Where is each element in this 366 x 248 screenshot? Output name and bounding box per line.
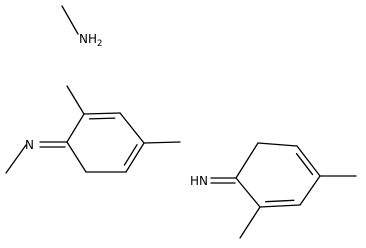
ring-bond-2 xyxy=(83,112,121,115)
molecule-imine: HN xyxy=(190,142,357,239)
ring-bond-1 xyxy=(235,142,259,179)
ring-bond-6 xyxy=(66,141,87,173)
bond-c-n xyxy=(61,5,79,35)
methyl-bond-top xyxy=(66,85,85,115)
methyl-bond-bottom xyxy=(239,206,261,239)
ring-double-bond-2 xyxy=(88,117,116,120)
ring-bond-3 xyxy=(296,145,321,177)
molecule-n-methyl-imine: N xyxy=(5,85,181,174)
atom-n-text: NH xyxy=(79,32,97,46)
ring-bond-5 xyxy=(259,204,301,208)
ring-bond-4 xyxy=(299,175,321,206)
atom-label-n: N xyxy=(25,138,34,152)
atom-label-hn: HN xyxy=(190,174,208,188)
methyl-bond-right xyxy=(143,141,181,144)
ring-double-bond-4 xyxy=(123,144,138,166)
ring-double-bond-5 xyxy=(265,199,295,203)
ring-bond-6 xyxy=(235,177,261,208)
atom-subscript: 2 xyxy=(97,39,102,49)
n-methyl-bond xyxy=(5,144,27,174)
ring-bond-2 xyxy=(257,142,298,147)
molecule-methylamine: NH2 xyxy=(61,5,102,49)
ring-bond-3 xyxy=(119,112,145,144)
atom-label-nh2: NH2 xyxy=(79,32,102,49)
ring-bond-4 xyxy=(125,142,145,173)
ring-bond-1 xyxy=(66,113,85,143)
ring-double-bond-3 xyxy=(295,152,314,176)
